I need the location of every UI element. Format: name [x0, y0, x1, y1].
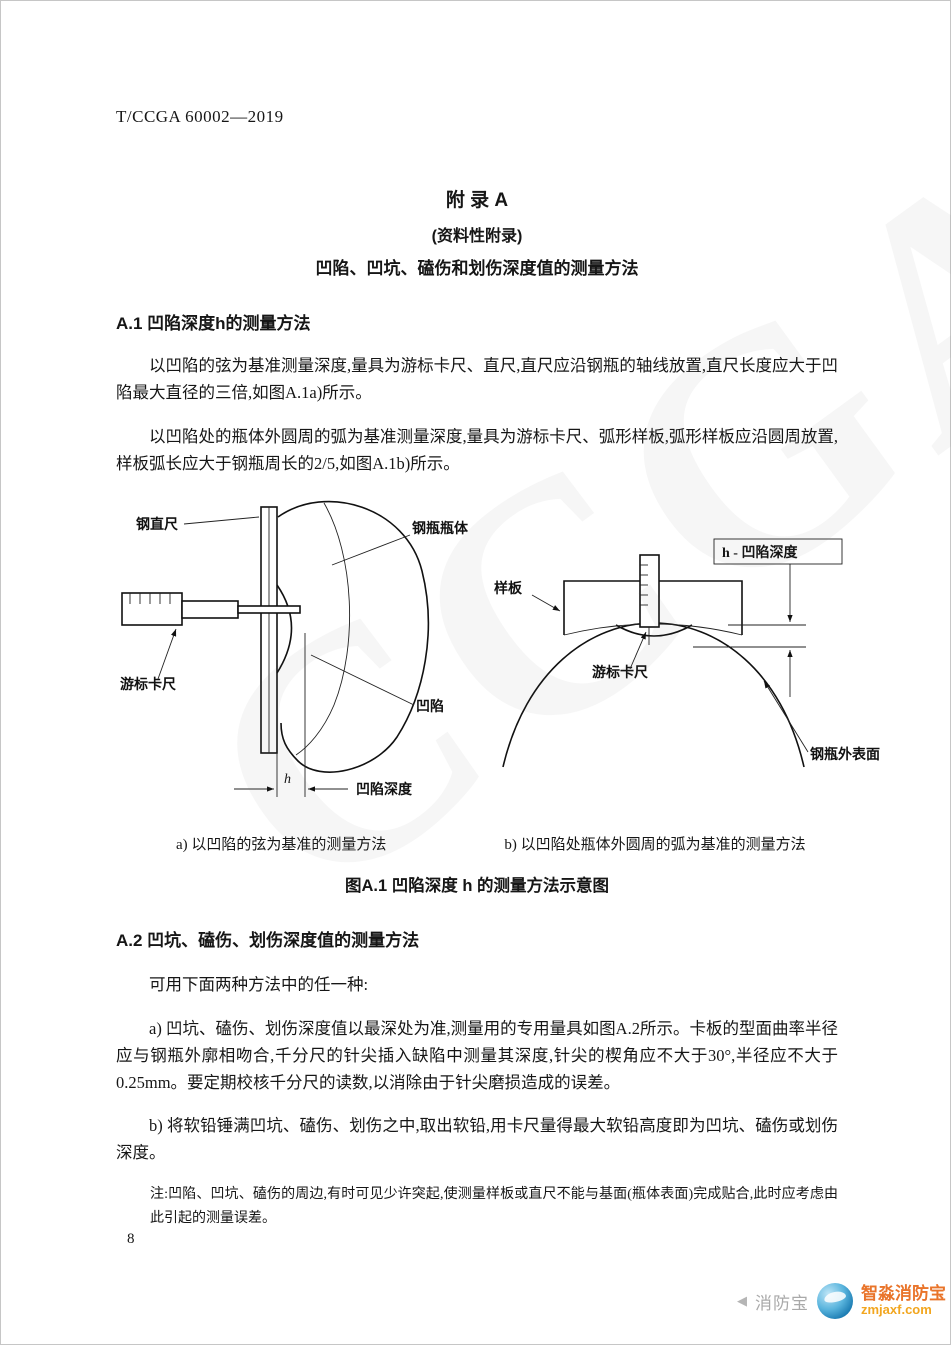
section-a2-heading: A.2 凹坑、磕伤、划伤深度值的测量方法 — [116, 931, 420, 950]
section-a2-item-b: b) 将软铅锤满凹坑、磕伤、划伤之中,取出软铅,用卡尺量得最大软铅高度即为凹坑、… — [116, 1116, 838, 1162]
depth-gauge-shape — [639, 554, 660, 645]
figure-a1: h 凹陷深度 钢直尺 钢瓶瓶体 游标卡尺 凹陷 — [116, 493, 880, 831]
section-a1-heading: A.1 凹陷深度h的测量方法 — [116, 314, 311, 333]
chevron-left-icon: ◀ — [737, 1293, 747, 1308]
depth-label-box — [713, 538, 843, 565]
brand-text-block: 智淼消防宝 zmjaxf.com — [861, 1284, 946, 1318]
section-a1-paragraph-1: 以凹陷的弦为基准测量深度,量具为游标卡尺、直尺,直尺应沿钢瓶的轴线放置,直尺长度… — [116, 356, 838, 402]
caliper-graduations — [129, 593, 171, 604]
appendix-title: 附 录 A — [445, 190, 509, 211]
outer-surface-leader — [763, 680, 809, 753]
cylinder-body-label: 钢瓶瓶体 — [412, 520, 469, 537]
depth-dimension: h 凹陷深度 — [234, 633, 413, 798]
figure-captions: a) 以凹陷的弦为基准的测量方法 b) 以凹陷处瓶体外圆周的弧为基准的测量方法 — [116, 833, 838, 854]
depth-dimension: h - 凹陷深度 — [693, 538, 843, 697]
cylinder-body-leader — [331, 534, 411, 566]
page-content: T/CCGA 60002—2019 附 录 A (资料性附录) 凹陷、凹坑、磕伤… — [116, 1, 880, 1245]
appendix-subtitle: (资料性附录) — [431, 228, 523, 245]
figure-a1a-diagram: h 凹陷深度 钢直尺 钢瓶瓶体 游标卡尺 凹陷 — [120, 500, 469, 798]
gauge-graduations — [640, 564, 648, 606]
standard-number: T/CCGA 60002—2019 — [116, 107, 284, 126]
caption-a: a) 以凹陷的弦为基准的测量方法 — [176, 837, 387, 853]
steel-ruler-label: 钢直尺 — [136, 516, 178, 533]
steel-ruler-leader — [183, 516, 260, 525]
vernier-caliper-shape — [121, 592, 301, 626]
vernier-caliper-label: 游标卡尺 — [120, 676, 176, 693]
vernier-caliper-leader — [629, 631, 647, 670]
brand-logo-icon — [817, 1283, 853, 1319]
caliper-depth-probe — [237, 605, 301, 614]
brand-url: zmjaxf.com — [861, 1302, 932, 1318]
footer-side-text: 消防宝 — [755, 1293, 809, 1313]
section-a2-intro: 可用下面两种方法中的任一种: — [149, 975, 369, 994]
dent-curve — [276, 584, 293, 674]
template-leader — [531, 594, 561, 612]
template-label: 样板 — [494, 580, 523, 597]
dent-leader — [310, 654, 415, 706]
outer-surface-label: 钢瓶外表面 — [810, 746, 880, 763]
depth-label: h - 凹陷深度 — [722, 544, 798, 561]
vernier-caliper-leader — [157, 628, 177, 680]
page-number: 8 — [127, 1231, 135, 1247]
site-watermark: ◀ 消防宝 智淼消防宝 zmjaxf.com — [737, 1283, 946, 1319]
section-a2-item-a: a) 凹坑、磕伤、划伤深度值以最深处为准,测量用的专用量具如图A.2所示。卡板的… — [116, 1018, 838, 1092]
vernier-caliper-label: 游标卡尺 — [592, 664, 648, 681]
section-a2-note: 注:凹陷、凹坑、磕伤的周边,有时可见少许突起,使测量样板或直尺不能与基面(瓶体表… — [150, 1186, 838, 1226]
figure-a1b-diagram: h - 凹陷深度 样板 游标卡尺 钢瓶外表面 — [494, 538, 880, 768]
cylinder-body-outline — [277, 500, 430, 773]
dent-label: 凹陷 — [416, 698, 444, 715]
depth-text-label: 凹陷深度 — [356, 781, 413, 798]
figure-title: 图A.1 凹陷深度 h 的测量方法示意图 — [344, 877, 609, 895]
depth-h-label: h — [284, 772, 291, 787]
caption-b: b) 以凹陷处瓶体外圆周的弧为基准的测量方法 — [504, 837, 806, 853]
section-a1-paragraph-2: 以凹陷处的瓶体外圆周的弧为基准测量深度,量具为游标卡尺、弧形样板,弧形样板应沿圆… — [116, 426, 838, 473]
appendix-heading: 凹陷、凹坑、磕伤和划伤深度值的测量方法 — [315, 259, 639, 278]
dent-curve — [615, 624, 693, 637]
cylinder-outer-surface-arc — [502, 622, 805, 768]
cylinder-surface-curve — [295, 502, 350, 756]
brand-name: 智淼消防宝 — [861, 1283, 946, 1303]
